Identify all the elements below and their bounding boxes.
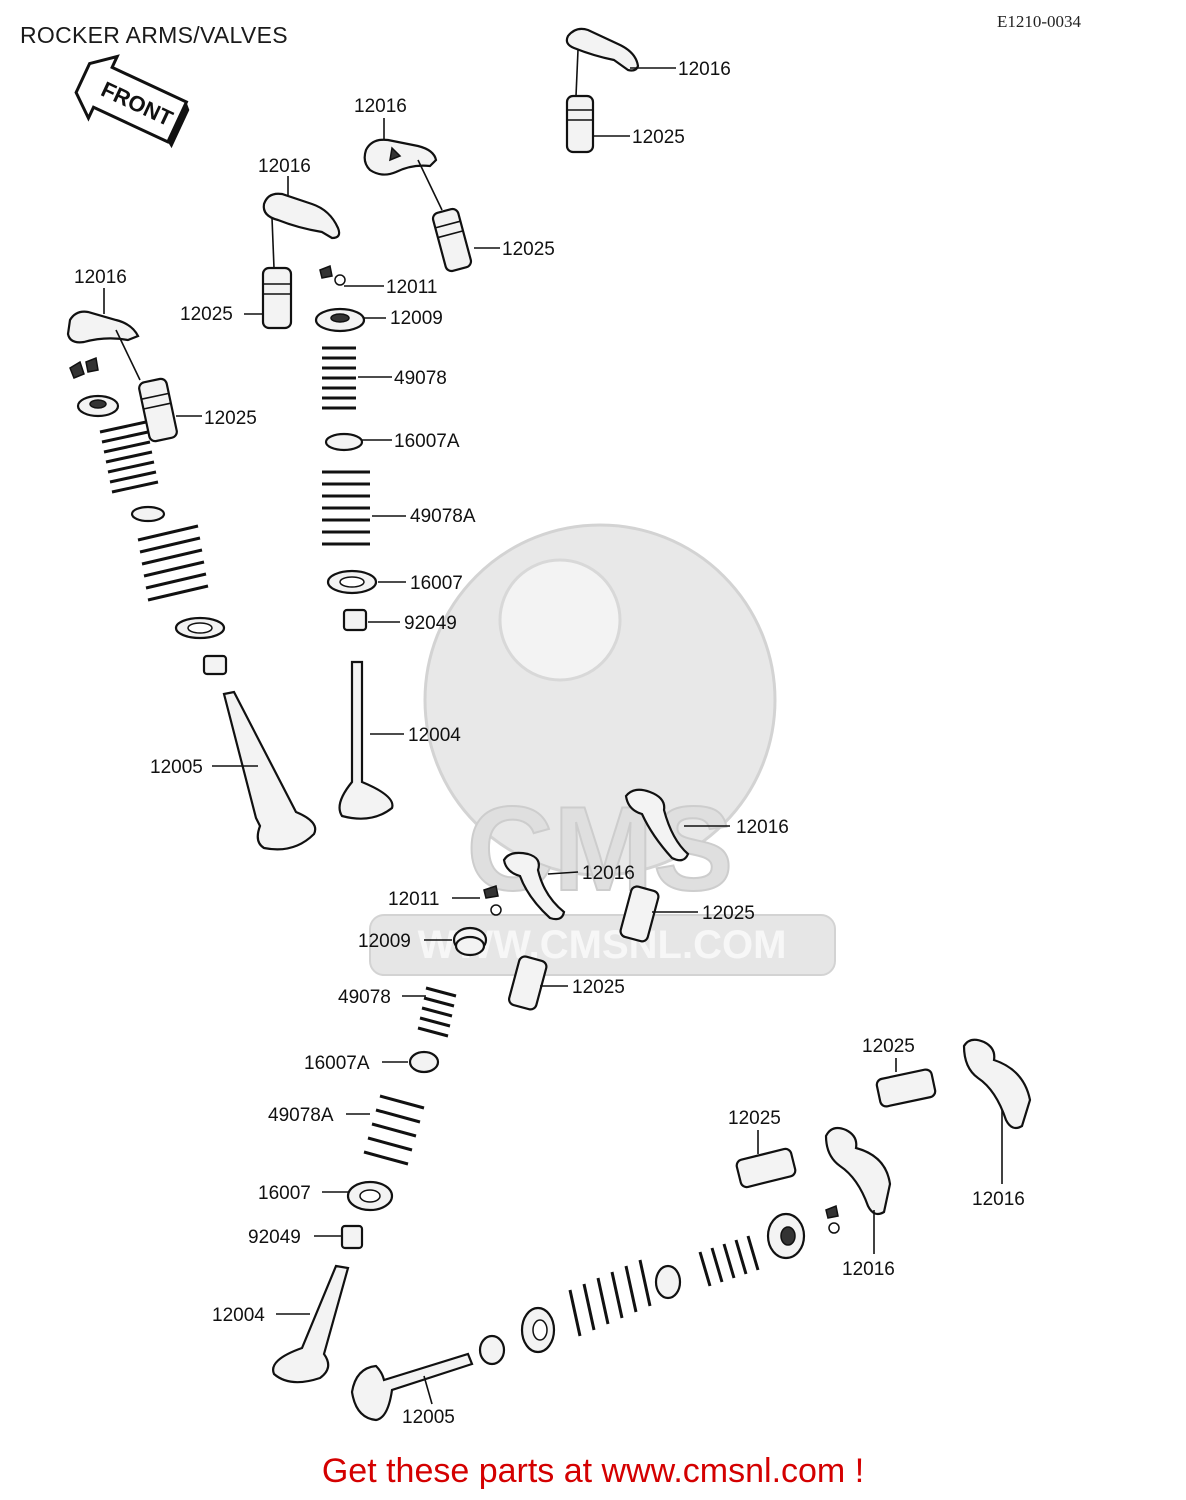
part-label[interactable]: 16007 — [410, 573, 463, 594]
part-label[interactable]: 12025 — [572, 977, 625, 998]
spring-outer-mid[interactable] — [322, 470, 370, 546]
leader-lines — [103, 67, 1003, 1405]
footer-link[interactable]: Get these parts at www.cmsnl.com ! — [321, 1452, 865, 1490]
exhaust-valve-bottom[interactable] — [350, 1352, 474, 1422]
part-label[interactable]: 12025 — [180, 304, 233, 325]
part-label[interactable]: 92049 — [248, 1227, 301, 1248]
spring-outer-bottom-right[interactable] — [568, 1259, 652, 1337]
washer-mid[interactable] — [326, 569, 378, 595]
spring-inner-mid[interactable] — [322, 346, 356, 410]
part-label[interactable]: 16007A — [304, 1053, 370, 1074]
watermark-logo: CMS WWW.CMSNL.COM — [369, 523, 836, 976]
part-label[interactable]: 12016 — [74, 267, 127, 288]
lifter-top-center[interactable] — [431, 207, 473, 273]
part-label[interactable]: 12016 — [736, 817, 789, 838]
rocker-arm-bottom-right[interactable] — [824, 1126, 892, 1216]
part-label[interactable]: 49078 — [338, 987, 391, 1008]
spring-inner-center[interactable] — [417, 986, 457, 1038]
seat-far-left[interactable] — [130, 505, 166, 523]
seal-mid[interactable] — [342, 608, 368, 632]
page-title: ROCKER ARMS/VALVES — [20, 22, 288, 48]
footer-banner: Get these parts at www.cmsnl.com ! — [0, 1452, 1186, 1491]
lifter-center-right[interactable] — [619, 885, 660, 943]
part-label[interactable]: 12016 — [972, 1189, 1025, 1210]
part-label[interactable]: 12004 — [408, 725, 461, 746]
part-label[interactable]: 49078 — [394, 368, 447, 389]
seat-bottom-right[interactable] — [654, 1264, 682, 1300]
intake-valve-mid[interactable] — [338, 660, 394, 820]
part-label[interactable]: 12016 — [354, 96, 407, 117]
cotter-mid[interactable] — [319, 264, 346, 286]
seat-mid[interactable] — [324, 432, 364, 452]
washer-center[interactable] — [346, 1180, 394, 1212]
rocker-arm-top-center[interactable] — [363, 138, 438, 176]
exhaust-valve-left[interactable] — [222, 690, 317, 851]
part-label[interactable]: 12016 — [258, 156, 311, 177]
part-labels: 12016 12025 12016 12016 12025 12011 1202… — [74, 59, 1025, 1428]
seat-center[interactable] — [408, 1050, 440, 1074]
part-label[interactable]: 92049 — [404, 613, 457, 634]
lifter-bottom-right[interactable] — [735, 1147, 797, 1189]
retainer-far-left[interactable] — [76, 394, 120, 418]
cotter-center[interactable] — [483, 885, 502, 916]
rocker-arm-center-right[interactable] — [624, 788, 690, 862]
rocker-arm-top-right[interactable] — [565, 27, 640, 72]
front-arrow-icon: FRONT — [74, 54, 190, 149]
washer-bottom-right[interactable] — [520, 1306, 556, 1354]
retainer-bottom-right[interactable] — [766, 1212, 806, 1260]
part-label[interactable]: 12025 — [632, 127, 685, 148]
intake-valve-center[interactable] — [272, 1264, 350, 1384]
lifter-bottom-right-2[interactable] — [875, 1068, 937, 1108]
part-label[interactable]: 12009 — [390, 308, 443, 329]
part-label[interactable]: 12016 — [582, 863, 635, 884]
parts-diagram: CMS WWW.CMSNL.COM FRONT — [66, 27, 1032, 1428]
seal-far-left[interactable] — [202, 654, 228, 676]
spring-outer-center[interactable] — [363, 1094, 425, 1166]
retainer-center[interactable] — [452, 926, 488, 957]
seal-center[interactable] — [340, 1224, 364, 1250]
part-label[interactable]: 12025 — [204, 408, 257, 429]
spring-inner-far-left[interactable] — [99, 420, 159, 494]
rocker-arm-center[interactable] — [502, 851, 566, 921]
lifter-left-2[interactable] — [261, 266, 293, 330]
diagram-code: E1210-0034 — [997, 12, 1082, 31]
part-label[interactable]: 16007 — [258, 1183, 311, 1204]
part-label[interactable]: 12025 — [728, 1108, 781, 1129]
part-label[interactable]: 12005 — [150, 757, 203, 778]
seal-bottom-right[interactable] — [478, 1334, 506, 1366]
part-label[interactable]: 12016 — [842, 1259, 895, 1280]
cotter-bottom-right[interactable] — [825, 1204, 840, 1234]
part-label[interactable]: 12011 — [388, 889, 439, 910]
part-label[interactable]: 12004 — [212, 1305, 265, 1326]
lifter-far-left[interactable] — [138, 377, 178, 443]
part-label[interactable]: 16007A — [394, 431, 460, 452]
spring-inner-bottom-right[interactable] — [698, 1235, 760, 1287]
part-label[interactable]: 12016 — [678, 59, 731, 80]
part-label[interactable]: 12009 — [358, 931, 411, 952]
rocker-arm-left-2[interactable] — [262, 192, 341, 240]
part-label[interactable]: 49078A — [268, 1105, 334, 1126]
watermark-brand: CMS — [467, 782, 734, 916]
retainer-mid[interactable] — [314, 307, 366, 333]
rocker-arm-far-left[interactable] — [66, 310, 140, 344]
spring-outer-far-left[interactable] — [137, 524, 209, 602]
part-label[interactable]: 12025 — [502, 239, 555, 260]
cotter-far-left[interactable] — [69, 356, 99, 379]
part-label[interactable]: 12025 — [862, 1036, 915, 1057]
part-label[interactable]: 12025 — [702, 903, 755, 924]
part-label[interactable]: 12005 — [402, 1407, 455, 1428]
washer-far-left[interactable] — [174, 616, 226, 640]
lifter-top-right[interactable] — [565, 94, 595, 154]
part-label[interactable]: 12011 — [386, 277, 437, 298]
part-label[interactable]: 49078A — [410, 506, 476, 527]
rocker-arm-bottom-right-2[interactable] — [962, 1038, 1032, 1130]
